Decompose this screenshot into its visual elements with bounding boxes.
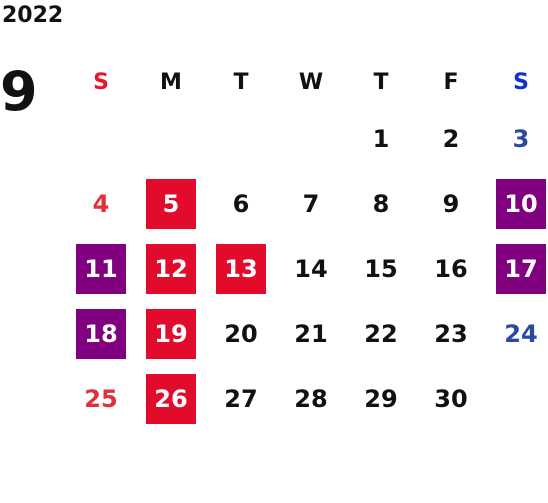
calendar-cell [276, 106, 346, 171]
calendar-cell: 13 [206, 236, 276, 301]
weekday-header-thursday: T [373, 69, 389, 95]
calendar-cell: 10 [486, 171, 548, 236]
calendar-day[interactable]: 22 [364, 319, 398, 348]
calendar-cell: 1 [346, 106, 416, 171]
calendar-day[interactable]: 23 [434, 319, 468, 348]
calendar-day[interactable]: 7 [302, 189, 320, 218]
calendar-cell: 26 [136, 366, 206, 431]
calendar-day[interactable]: 18 [76, 308, 126, 359]
calendar-cell: 6 [206, 171, 276, 236]
calendar-cell: 5 [136, 171, 206, 236]
calendar-day[interactable]: 28 [294, 384, 328, 413]
calendar-day[interactable]: 21 [294, 319, 328, 348]
calendar-cell: 15 [346, 236, 416, 301]
calendar-day[interactable]: 16 [434, 254, 468, 283]
weekday-header-monday: M [160, 69, 182, 95]
calendar-cell: 25 [66, 366, 136, 431]
calendar-cell: 22 [346, 301, 416, 366]
calendar-cell: 2 [416, 106, 486, 171]
calendar-cell: 12 [136, 236, 206, 301]
weekday-header-tuesday: T [233, 69, 249, 95]
calendar-cell [136, 106, 206, 171]
calendar-day[interactable]: 3 [512, 124, 530, 153]
calendar-cell: 3 [486, 106, 548, 171]
calendar-cell: 7 [276, 171, 346, 236]
calendar-day[interactable]: 9 [442, 189, 460, 218]
calendar-year: 2022 [2, 3, 64, 28]
calendar-day[interactable]: 4 [92, 189, 110, 218]
calendar-day[interactable]: 11 [76, 243, 126, 294]
calendar-cell [66, 106, 136, 171]
calendar-cell [486, 366, 548, 431]
calendar-day[interactable]: 20 [224, 319, 258, 348]
calendar-cell: 14 [276, 236, 346, 301]
calendar-day[interactable]: 27 [224, 384, 258, 413]
calendar-cell: 9 [416, 171, 486, 236]
calendar-cell: 18 [66, 301, 136, 366]
calendar-cell: 23 [416, 301, 486, 366]
calendar-day[interactable]: 14 [294, 254, 328, 283]
calendar-day[interactable]: 25 [84, 384, 118, 413]
calendar-day[interactable]: 15 [364, 254, 398, 283]
calendar-month-number: 9 [0, 60, 38, 123]
weekday-header-friday: F [443, 69, 459, 95]
calendar-day[interactable]: 6 [232, 189, 250, 218]
calendar-cell: 19 [136, 301, 206, 366]
calendar-cell: 4 [66, 171, 136, 236]
weekday-header-sunday: S [93, 69, 109, 95]
calendar-day[interactable]: 19 [146, 308, 196, 359]
calendar-cell: 16 [416, 236, 486, 301]
calendar-day[interactable]: 12 [146, 243, 196, 294]
calendar-day[interactable]: 17 [496, 243, 546, 294]
calendar-day[interactable]: 5 [146, 178, 196, 229]
weekday-header-wednesday: W [298, 69, 324, 95]
calendar-cell: 29 [346, 366, 416, 431]
calendar-cell: 17 [486, 236, 548, 301]
calendar-day[interactable]: 26 [146, 373, 196, 424]
calendar-day[interactable]: 8 [372, 189, 390, 218]
calendar-cell: 24 [486, 301, 548, 366]
calendar-cell: 21 [276, 301, 346, 366]
calendar-cell: 8 [346, 171, 416, 236]
calendar-day[interactable]: 30 [434, 384, 468, 413]
calendar-cell: 11 [66, 236, 136, 301]
calendar-day[interactable]: 24 [504, 319, 538, 348]
calendar-cell: 27 [206, 366, 276, 431]
calendar-day[interactable]: 1 [372, 124, 390, 153]
calendar-day[interactable]: 2 [442, 124, 460, 153]
calendar-day[interactable]: 10 [496, 178, 546, 229]
calendar-cell: 20 [206, 301, 276, 366]
calendar-day[interactable]: 29 [364, 384, 398, 413]
calendar-cell: 28 [276, 366, 346, 431]
calendar-day[interactable]: 13 [216, 243, 266, 294]
calendar-cell [206, 106, 276, 171]
weekday-header-saturday: S [513, 69, 529, 95]
calendar-cell: 30 [416, 366, 486, 431]
